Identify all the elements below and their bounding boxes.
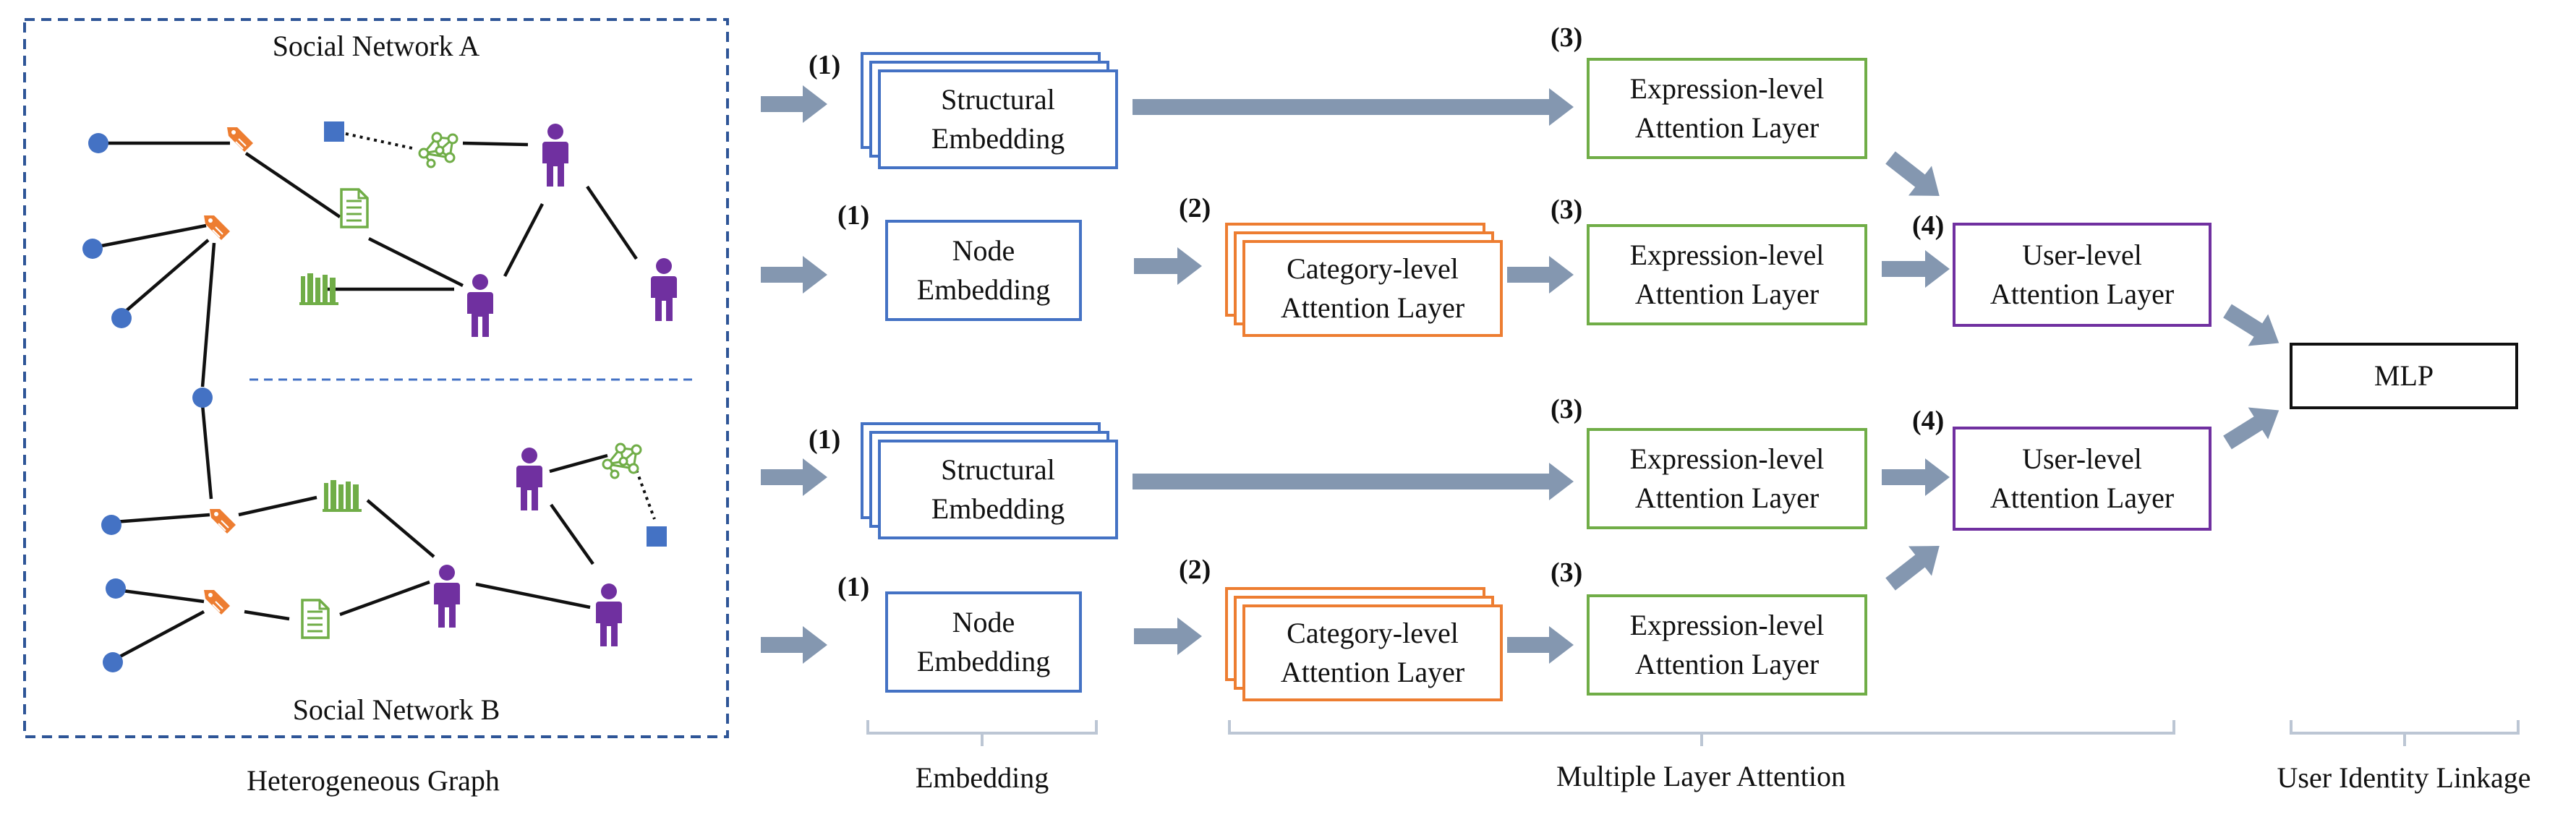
group-label-linkage: User Identity Linkage <box>2277 761 2531 794</box>
category-attention-box: Category-level Attention Layer <box>1242 604 1503 701</box>
user-icon <box>516 448 542 510</box>
step-number: (3) <box>1551 194 1583 225</box>
graph-frame <box>23 18 729 738</box>
document-icon <box>301 599 330 639</box>
dotted-edges <box>345 132 656 520</box>
tag-icon <box>209 508 236 534</box>
step-number: (3) <box>1551 22 1583 53</box>
user-icon <box>596 583 622 646</box>
circle-node-icon <box>111 308 132 328</box>
group-label-attention: Multiple Layer Attention <box>1556 760 1846 792</box>
document-icon <box>340 188 369 228</box>
circle-node-icon <box>103 652 123 672</box>
circle-node-icon <box>101 515 121 535</box>
circle-node-icon <box>88 133 108 153</box>
expression-attention-box: Expression-level Attention Layer <box>1587 594 1867 696</box>
network-icon <box>602 442 642 479</box>
step-number: (3) <box>1551 557 1583 588</box>
network-icon <box>418 132 459 168</box>
structural-embedding-box: Structural Embedding <box>878 440 1118 539</box>
user-icon <box>467 274 493 337</box>
expression-attention-box: Expression-level Attention Layer <box>1587 428 1867 529</box>
user-icon <box>434 565 460 628</box>
step-number: (4) <box>1912 210 1945 241</box>
circle-node-icon <box>82 239 103 259</box>
node-embedding-box: Node Embedding <box>885 220 1082 321</box>
square-node-icon <box>324 121 344 142</box>
user-attention-box: User-level Attention Layer <box>1953 223 2212 327</box>
graph-edges <box>93 141 638 658</box>
step-number: (2) <box>1179 555 1211 585</box>
mlp-box: MLP <box>2290 343 2518 409</box>
books-icon <box>299 273 338 305</box>
group-label-embedding: Embedding <box>915 761 1049 794</box>
graph-caption: Heterogeneous Graph <box>247 764 500 797</box>
step-number: (1) <box>809 424 841 455</box>
expression-attention-box: Expression-level Attention Layer <box>1587 224 1867 325</box>
network-b-title: Social Network B <box>292 693 500 726</box>
expression-attention-box: Expression-level Attention Layer <box>1587 58 1867 159</box>
node-embedding-box: Node Embedding <box>885 591 1082 693</box>
user-icon <box>651 258 677 321</box>
user-attention-box: User-level Attention Layer <box>1953 427 2212 531</box>
heterogeneous-graph <box>23 18 729 738</box>
step-number: (1) <box>837 200 870 231</box>
step-number: (1) <box>809 50 841 80</box>
tag-icon <box>226 127 254 153</box>
circle-node-icon <box>106 578 126 599</box>
step-number: (1) <box>837 572 870 602</box>
user-icon <box>542 124 568 187</box>
step-number: (2) <box>1179 193 1211 223</box>
structural-embedding-box: Structural Embedding <box>878 69 1118 169</box>
tag-icon <box>203 215 231 241</box>
step-number: (3) <box>1551 394 1583 424</box>
square-node-icon <box>647 526 667 547</box>
network-a-title: Social Network A <box>272 30 480 62</box>
step-number: (4) <box>1912 406 1945 436</box>
circle-node-icon <box>192 388 213 408</box>
books-icon <box>323 480 362 512</box>
category-attention-box: Category-level Attention Layer <box>1242 240 1503 337</box>
tag-icon <box>203 589 231 615</box>
